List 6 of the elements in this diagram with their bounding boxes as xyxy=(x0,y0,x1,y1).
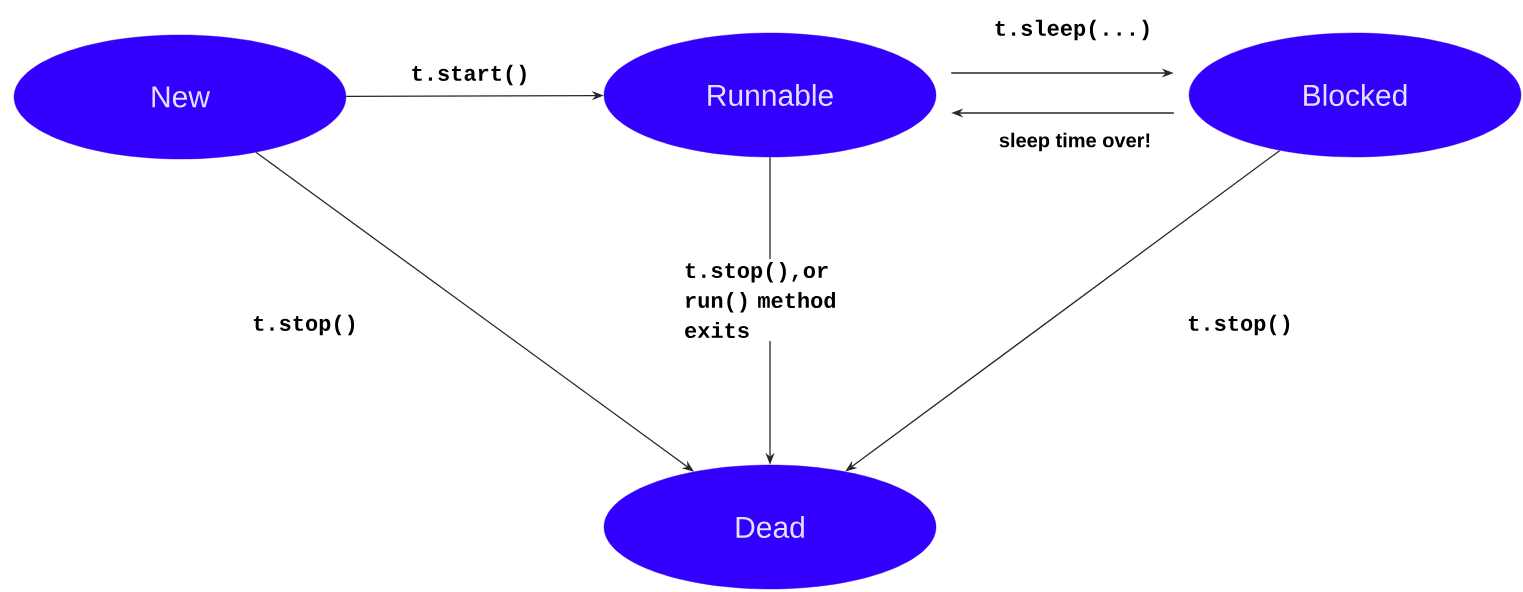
edge-label: t.stop() xyxy=(1184,311,1296,339)
edge-label: sleep time over! xyxy=(995,129,1155,155)
edge-label: t.stop(),or run() method exits xyxy=(681,258,859,342)
edge-label: t.stop() xyxy=(249,311,361,339)
edge-label: t.start() xyxy=(407,61,533,89)
edge-label: t.sleep(...) xyxy=(990,16,1156,44)
